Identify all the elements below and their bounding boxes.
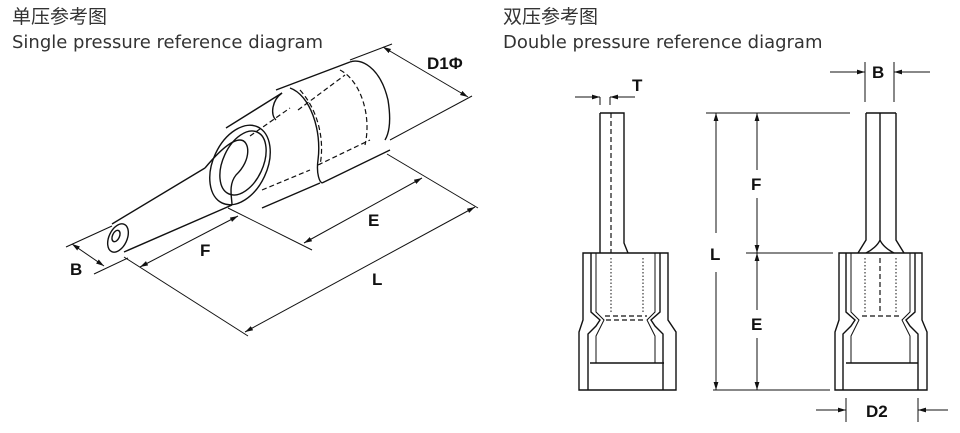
dim-label-t: T [632, 76, 643, 95]
dim-label-b-double: B [872, 63, 884, 82]
double-side-view: T [575, 76, 677, 391]
double-front-view: B D2 [816, 62, 948, 422]
dim-label-e: E [368, 211, 379, 230]
single-title-zh: 单压参考图 [12, 6, 108, 28]
single-title-en: Single pressure reference diagram [12, 32, 324, 53]
dim-label-l: L [372, 270, 382, 289]
single-dimensions: D1Φ E F L B [65, 43, 479, 337]
double-title-zh: 双压参考图 [503, 6, 599, 28]
dim-label-f: F [200, 241, 210, 260]
dim-label-d1: D1Φ [427, 54, 463, 73]
dim-label-f-double: F [751, 175, 761, 194]
double-title-en: Double pressure reference diagram [503, 32, 823, 53]
dim-label-l-double: L [710, 245, 720, 264]
dim-label-d2: D2 [866, 402, 888, 421]
single-pressure-terminal [106, 60, 391, 253]
dim-label-e-double: E [751, 315, 762, 334]
double-dimensions: L F E [706, 112, 850, 391]
dim-label-b: B [70, 260, 82, 279]
